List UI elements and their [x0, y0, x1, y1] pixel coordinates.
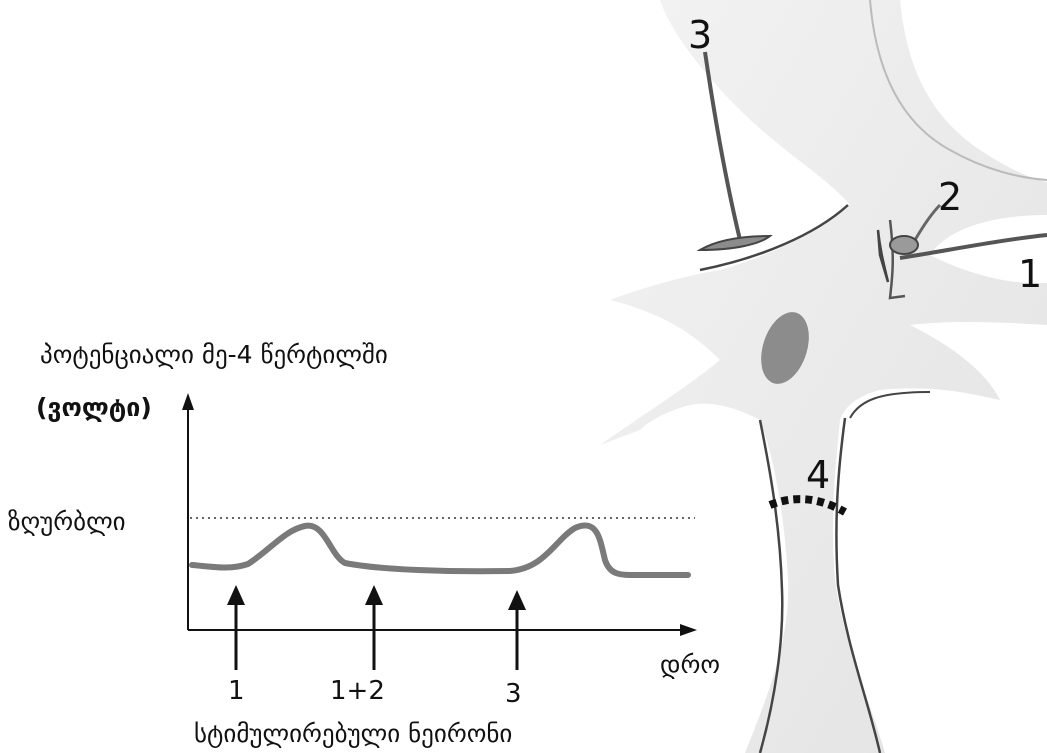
neuron-label-4: 4 [806, 453, 830, 497]
neuron-label-1: 1 [1018, 252, 1042, 296]
potential-trace [192, 526, 688, 575]
stimulus-arrow-1plus2 [365, 585, 383, 670]
x-axis-label: დრო [660, 650, 720, 679]
threshold-label: ზღურბლი [8, 507, 126, 536]
stimulus-label-1plus2: 1+2 [330, 676, 385, 706]
stimulus-label-1: 1 [228, 676, 245, 706]
neuron-cell-body [600, 0, 1047, 753]
x-axis-arrowhead [680, 624, 697, 636]
y-axis-unit: (ვოლტი) [36, 393, 152, 422]
y-axis-arrowhead [182, 393, 194, 410]
stimulus-title: სტიმულირებული ნეირონი [194, 719, 512, 748]
stimulus-label-3: 3 [505, 679, 522, 709]
neuron-label-3: 3 [688, 13, 712, 57]
y-axis-label: პოტენციალი მე-4 წერტილში [40, 340, 388, 369]
synapse-3-terminal [700, 236, 770, 250]
stimulus-arrow-1 [227, 585, 245, 670]
neuron-label-2: 2 [938, 175, 962, 219]
neuron: 3 2 1 4 [600, 0, 1047, 753]
synapse-2-terminal [890, 236, 918, 254]
potential-graph: პოტენციალი მე-4 წერტილში (ვოლტი) ზღურბლი… [8, 340, 720, 748]
